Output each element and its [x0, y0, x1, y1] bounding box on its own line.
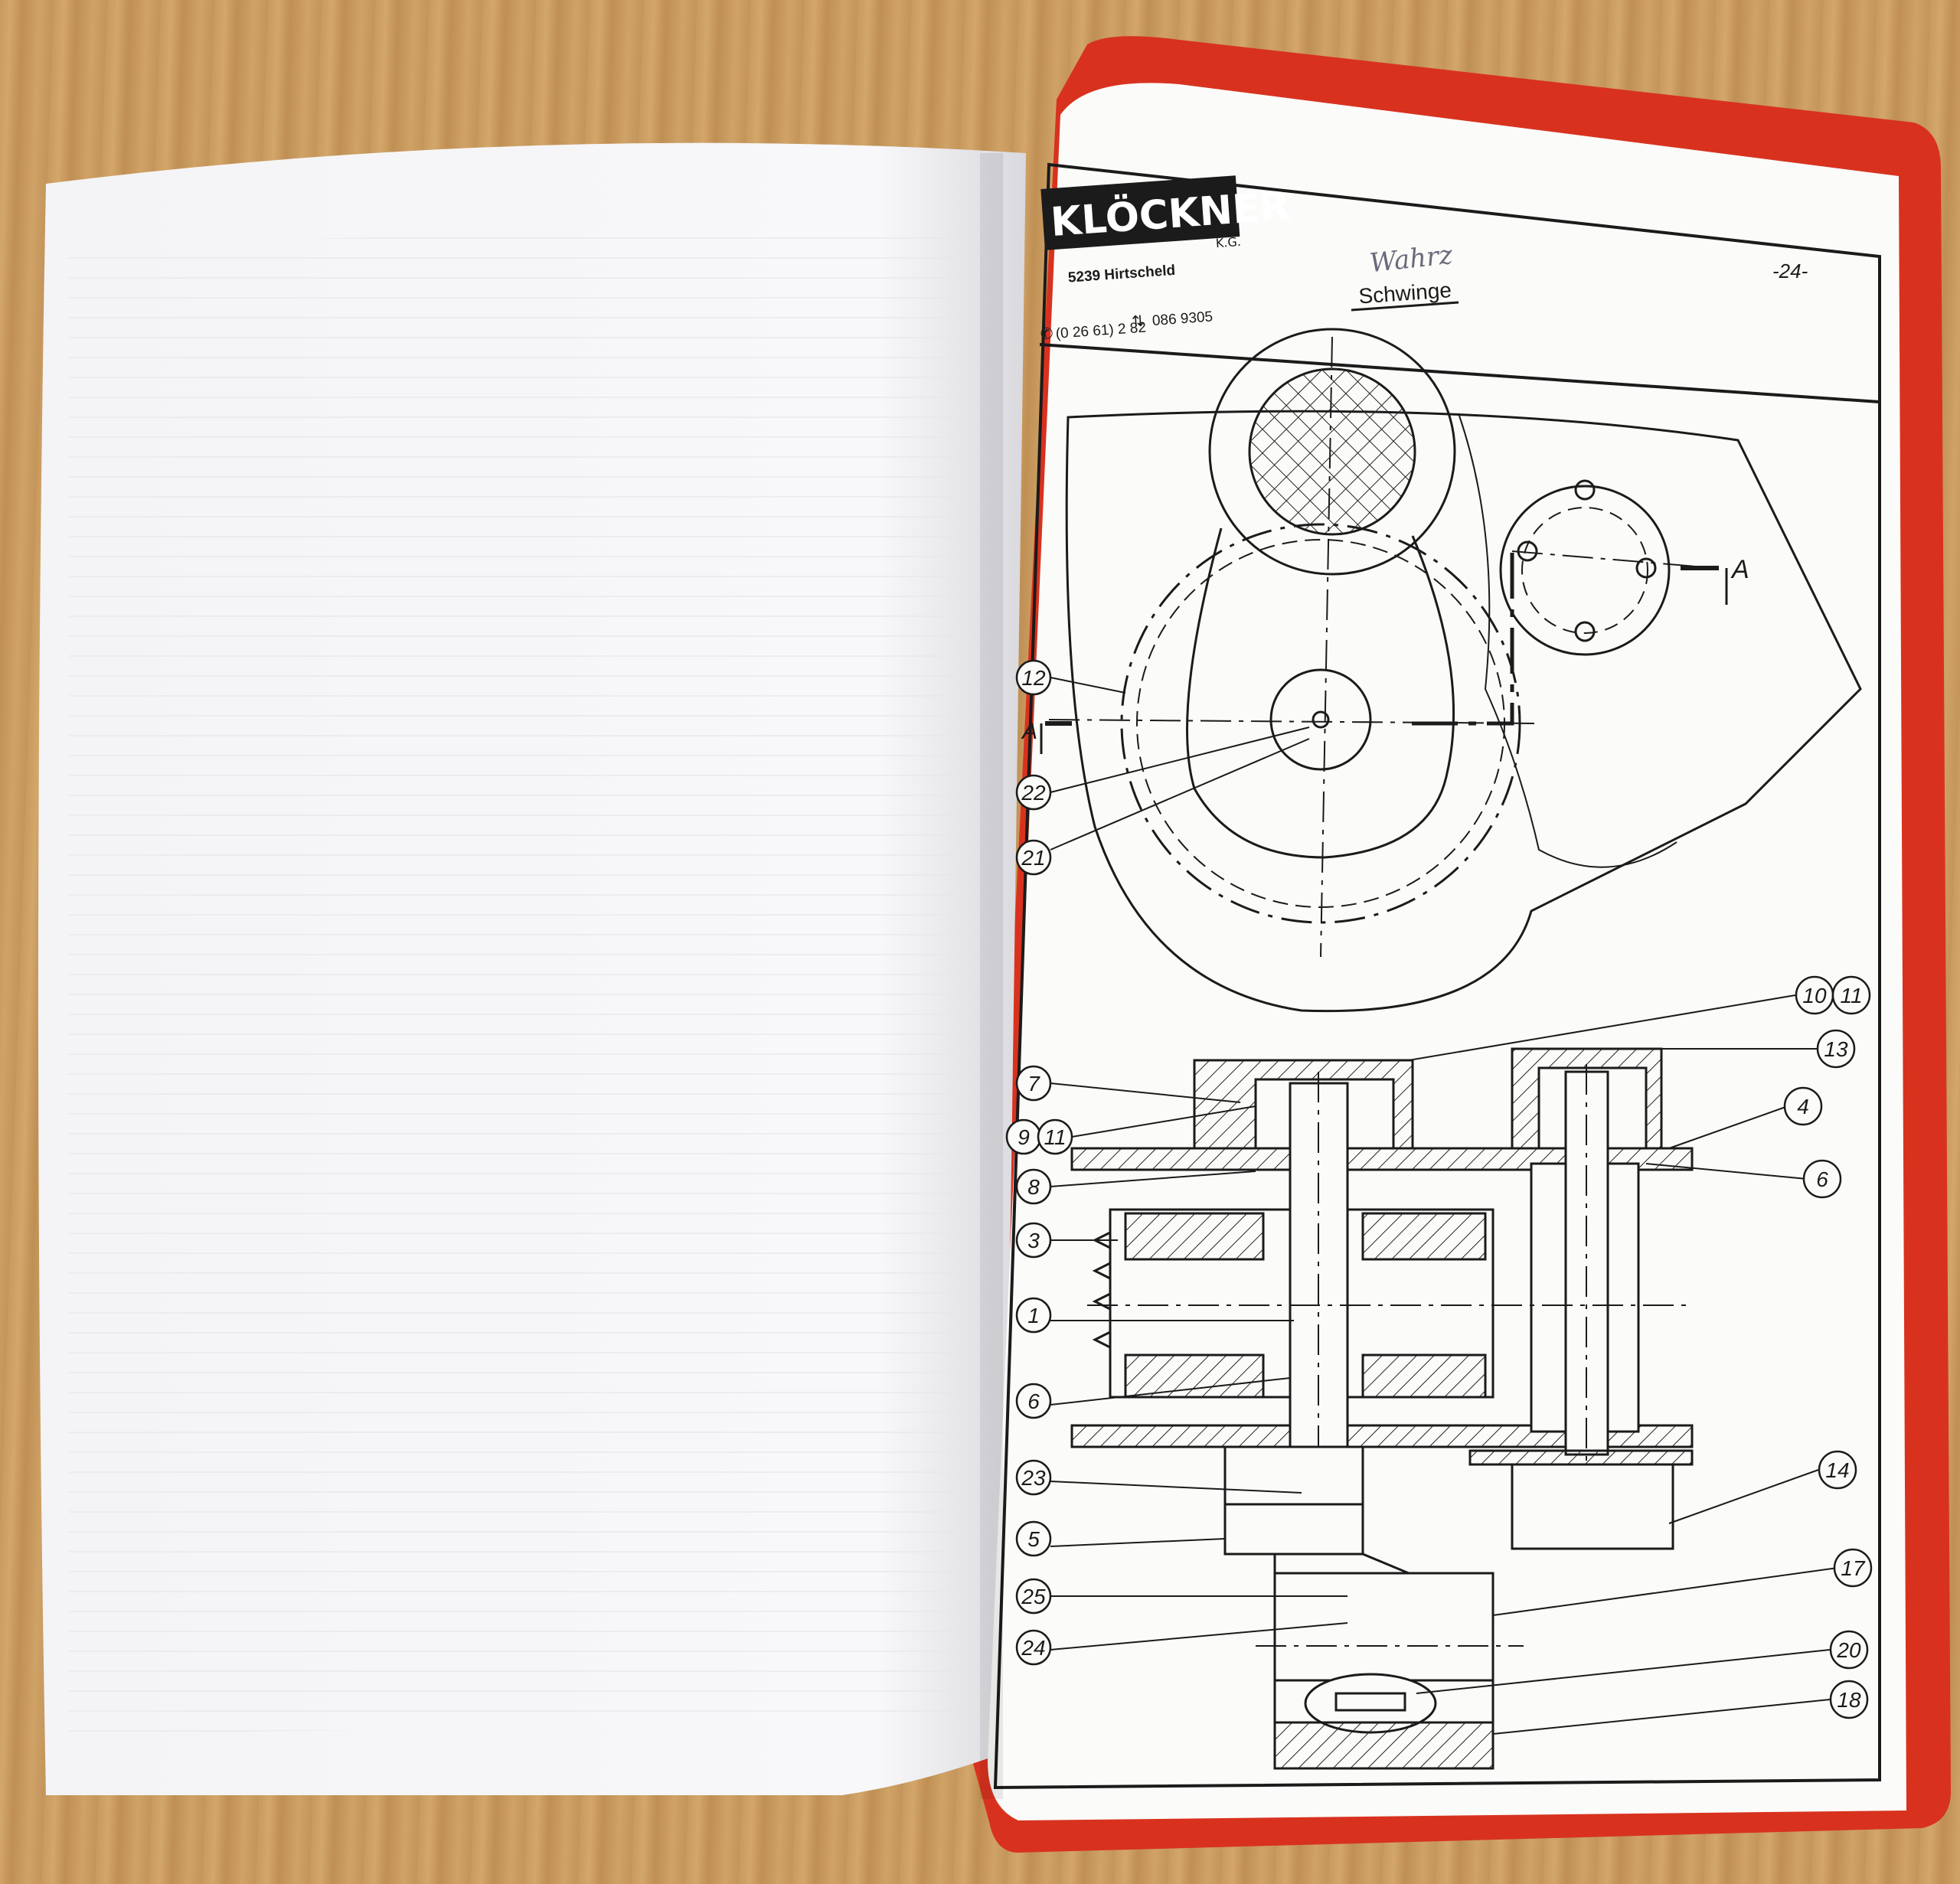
- phone-icon: ✆: [1040, 324, 1054, 343]
- callout-label: 13: [1824, 1037, 1848, 1061]
- spine-shadow: [980, 153, 1003, 1799]
- callout-circle: [1015, 659, 1052, 696]
- callout-circle: [1015, 1065, 1052, 1102]
- telex-icon: ⇅: [1131, 312, 1145, 331]
- callout-label: 8: [1027, 1175, 1040, 1199]
- callout-label: 23: [1021, 1466, 1046, 1490]
- title-block-divider: [1039, 343, 1880, 403]
- drawing-frame: [993, 162, 1881, 1790]
- section-title-underline: [1351, 301, 1459, 312]
- callout-circle: [1829, 1680, 1869, 1719]
- callout-circle: [1015, 1578, 1052, 1615]
- callout-balloons: [1005, 659, 1873, 1719]
- callout-circle: [1015, 1459, 1052, 1496]
- callout-label: 4: [1797, 1095, 1809, 1118]
- logo-box: [1040, 175, 1240, 250]
- callout-label: 17: [1841, 1556, 1866, 1580]
- callout-label: 11: [1044, 1125, 1066, 1149]
- callout-circle: [1015, 1222, 1052, 1259]
- callout-circle: [1015, 839, 1052, 876]
- callout-labels: 12 22 21 10 11 13 7 9 11 4 8 6 3 1 6 23 …: [1018, 666, 1866, 1712]
- callout-label: 20: [1836, 1638, 1861, 1662]
- callout-circle: [1831, 975, 1871, 1015]
- right-page: [988, 83, 1906, 1821]
- callout-label: 9: [1018, 1125, 1030, 1149]
- callout-circle: [1829, 1630, 1869, 1670]
- callout-label: 7: [1027, 1072, 1040, 1095]
- callout-circle: [1818, 1450, 1857, 1490]
- callout-circle: [1015, 774, 1052, 811]
- swing-arm-view: [1040, 328, 1862, 1013]
- callout-label: 25: [1021, 1585, 1046, 1608]
- callout-label: 11: [1840, 984, 1862, 1007]
- left-page: [38, 142, 1026, 1795]
- logo-sub: K.G.: [1215, 234, 1241, 250]
- callout-label: 24: [1021, 1636, 1045, 1660]
- callout-circle: [1833, 1548, 1873, 1588]
- top-hub-crosshatch: [1248, 367, 1416, 536]
- callout-circle: [1015, 1520, 1052, 1557]
- callout-label: 3: [1027, 1229, 1040, 1252]
- callout-label: 6: [1816, 1167, 1828, 1191]
- leader-lines: [1050, 677, 1838, 1735]
- callout-label: 22: [1021, 781, 1046, 805]
- callout-label: 1: [1027, 1304, 1040, 1327]
- callout-label: 5: [1027, 1527, 1040, 1551]
- callout-circle: [1015, 1629, 1052, 1666]
- callout-label: 14: [1825, 1458, 1849, 1482]
- callout-circle: [1816, 1029, 1856, 1069]
- section-marker-right: A: [1730, 555, 1749, 584]
- callout-circle: [1037, 1118, 1073, 1155]
- callout-label: 6: [1027, 1389, 1040, 1413]
- callout-label: 10: [1802, 984, 1827, 1007]
- section-marker-left: A: [1021, 719, 1037, 744]
- page-number: -24-: [1772, 260, 1808, 282]
- callout-label: 21: [1021, 846, 1045, 870]
- callout-circle: [1783, 1086, 1823, 1126]
- callout-circle: [1015, 1297, 1052, 1334]
- callout-circle: [1015, 1168, 1052, 1205]
- callout-circle: [1015, 1383, 1052, 1419]
- callout-label: 18: [1837, 1688, 1861, 1712]
- callout-circle: [1802, 1159, 1842, 1199]
- callout-label: 12: [1021, 666, 1046, 690]
